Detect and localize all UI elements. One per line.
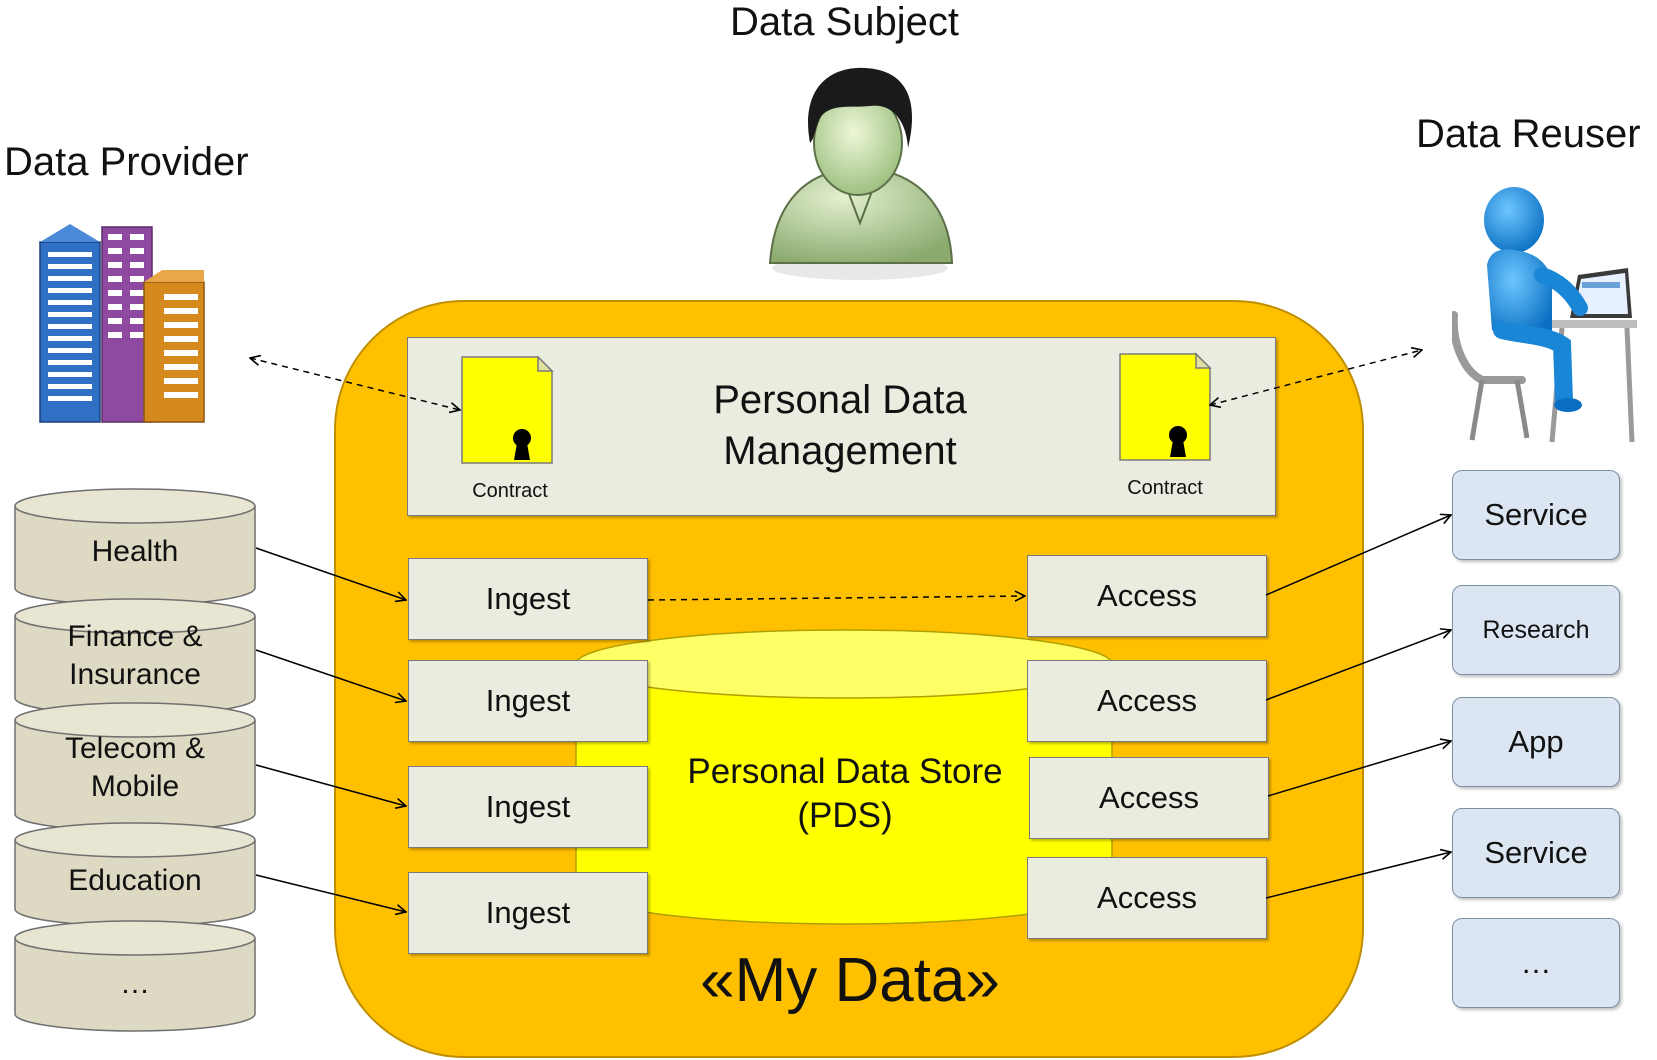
provider-label: Education <box>68 864 202 897</box>
provider-label: Health <box>91 535 179 568</box>
ingest-box-2: Ingest <box>408 660 648 742</box>
data-subject-heading: Data Subject <box>730 0 960 44</box>
provider-db-telecom: Telecom & Mobile <box>14 702 256 832</box>
contract-left-document <box>461 355 554 464</box>
pds-label: Personal Data Store (PDS) <box>650 750 1040 838</box>
provider-label: Finance & <box>67 620 203 653</box>
pds-cylinder <box>575 629 1113 925</box>
person-icon <box>768 67 954 280</box>
access-box-4: Access <box>1027 857 1267 939</box>
provider-db-education: Education <box>14 822 256 927</box>
contract-right-label: Contract <box>1127 477 1203 499</box>
management-title-line2: Management <box>723 429 957 473</box>
access-box-1: Access <box>1027 555 1267 637</box>
provider-label: Telecom & <box>64 732 206 765</box>
my-data-label: «My Data» <box>700 946 1000 1015</box>
contract-left-label: Contract <box>472 480 548 502</box>
contract-right-document <box>1119 352 1212 461</box>
data-provider-heading: Data Provider <box>4 140 249 184</box>
provider-label: Mobile <box>90 770 180 803</box>
reuser-research: Research <box>1452 585 1620 675</box>
reuser-app: App <box>1452 697 1620 787</box>
seal-icon <box>1169 426 1187 457</box>
provider-label: … <box>120 967 150 1000</box>
provider-db-finance: Finance & Insurance <box>14 598 256 716</box>
ingest-box-3: Ingest <box>408 766 648 848</box>
reuser-more: … <box>1452 918 1620 1008</box>
access-box-2: Access <box>1027 660 1267 742</box>
pds-label-line2: (PDS) <box>797 796 893 835</box>
provider-db-more: … <box>14 920 256 1032</box>
management-title-line1: Personal Data <box>713 378 967 422</box>
reuser-service-1: Service <box>1452 470 1620 560</box>
seal-icon <box>513 429 531 460</box>
provider-label: Insurance <box>69 658 201 691</box>
buildings-icon <box>39 224 205 423</box>
laptop-user-icon <box>1452 187 1637 443</box>
ingest-box-4: Ingest <box>408 872 648 954</box>
management-title: Personal Data Management <box>640 375 1040 477</box>
provider-db-health: Health <box>14 488 256 606</box>
pds-label-line1: Personal Data Store <box>687 752 1003 791</box>
ingest-box-1: Ingest <box>408 558 648 640</box>
reuser-service-2: Service <box>1452 808 1620 898</box>
access-box-3: Access <box>1029 757 1269 839</box>
data-reuser-heading: Data Reuser <box>1416 112 1641 156</box>
